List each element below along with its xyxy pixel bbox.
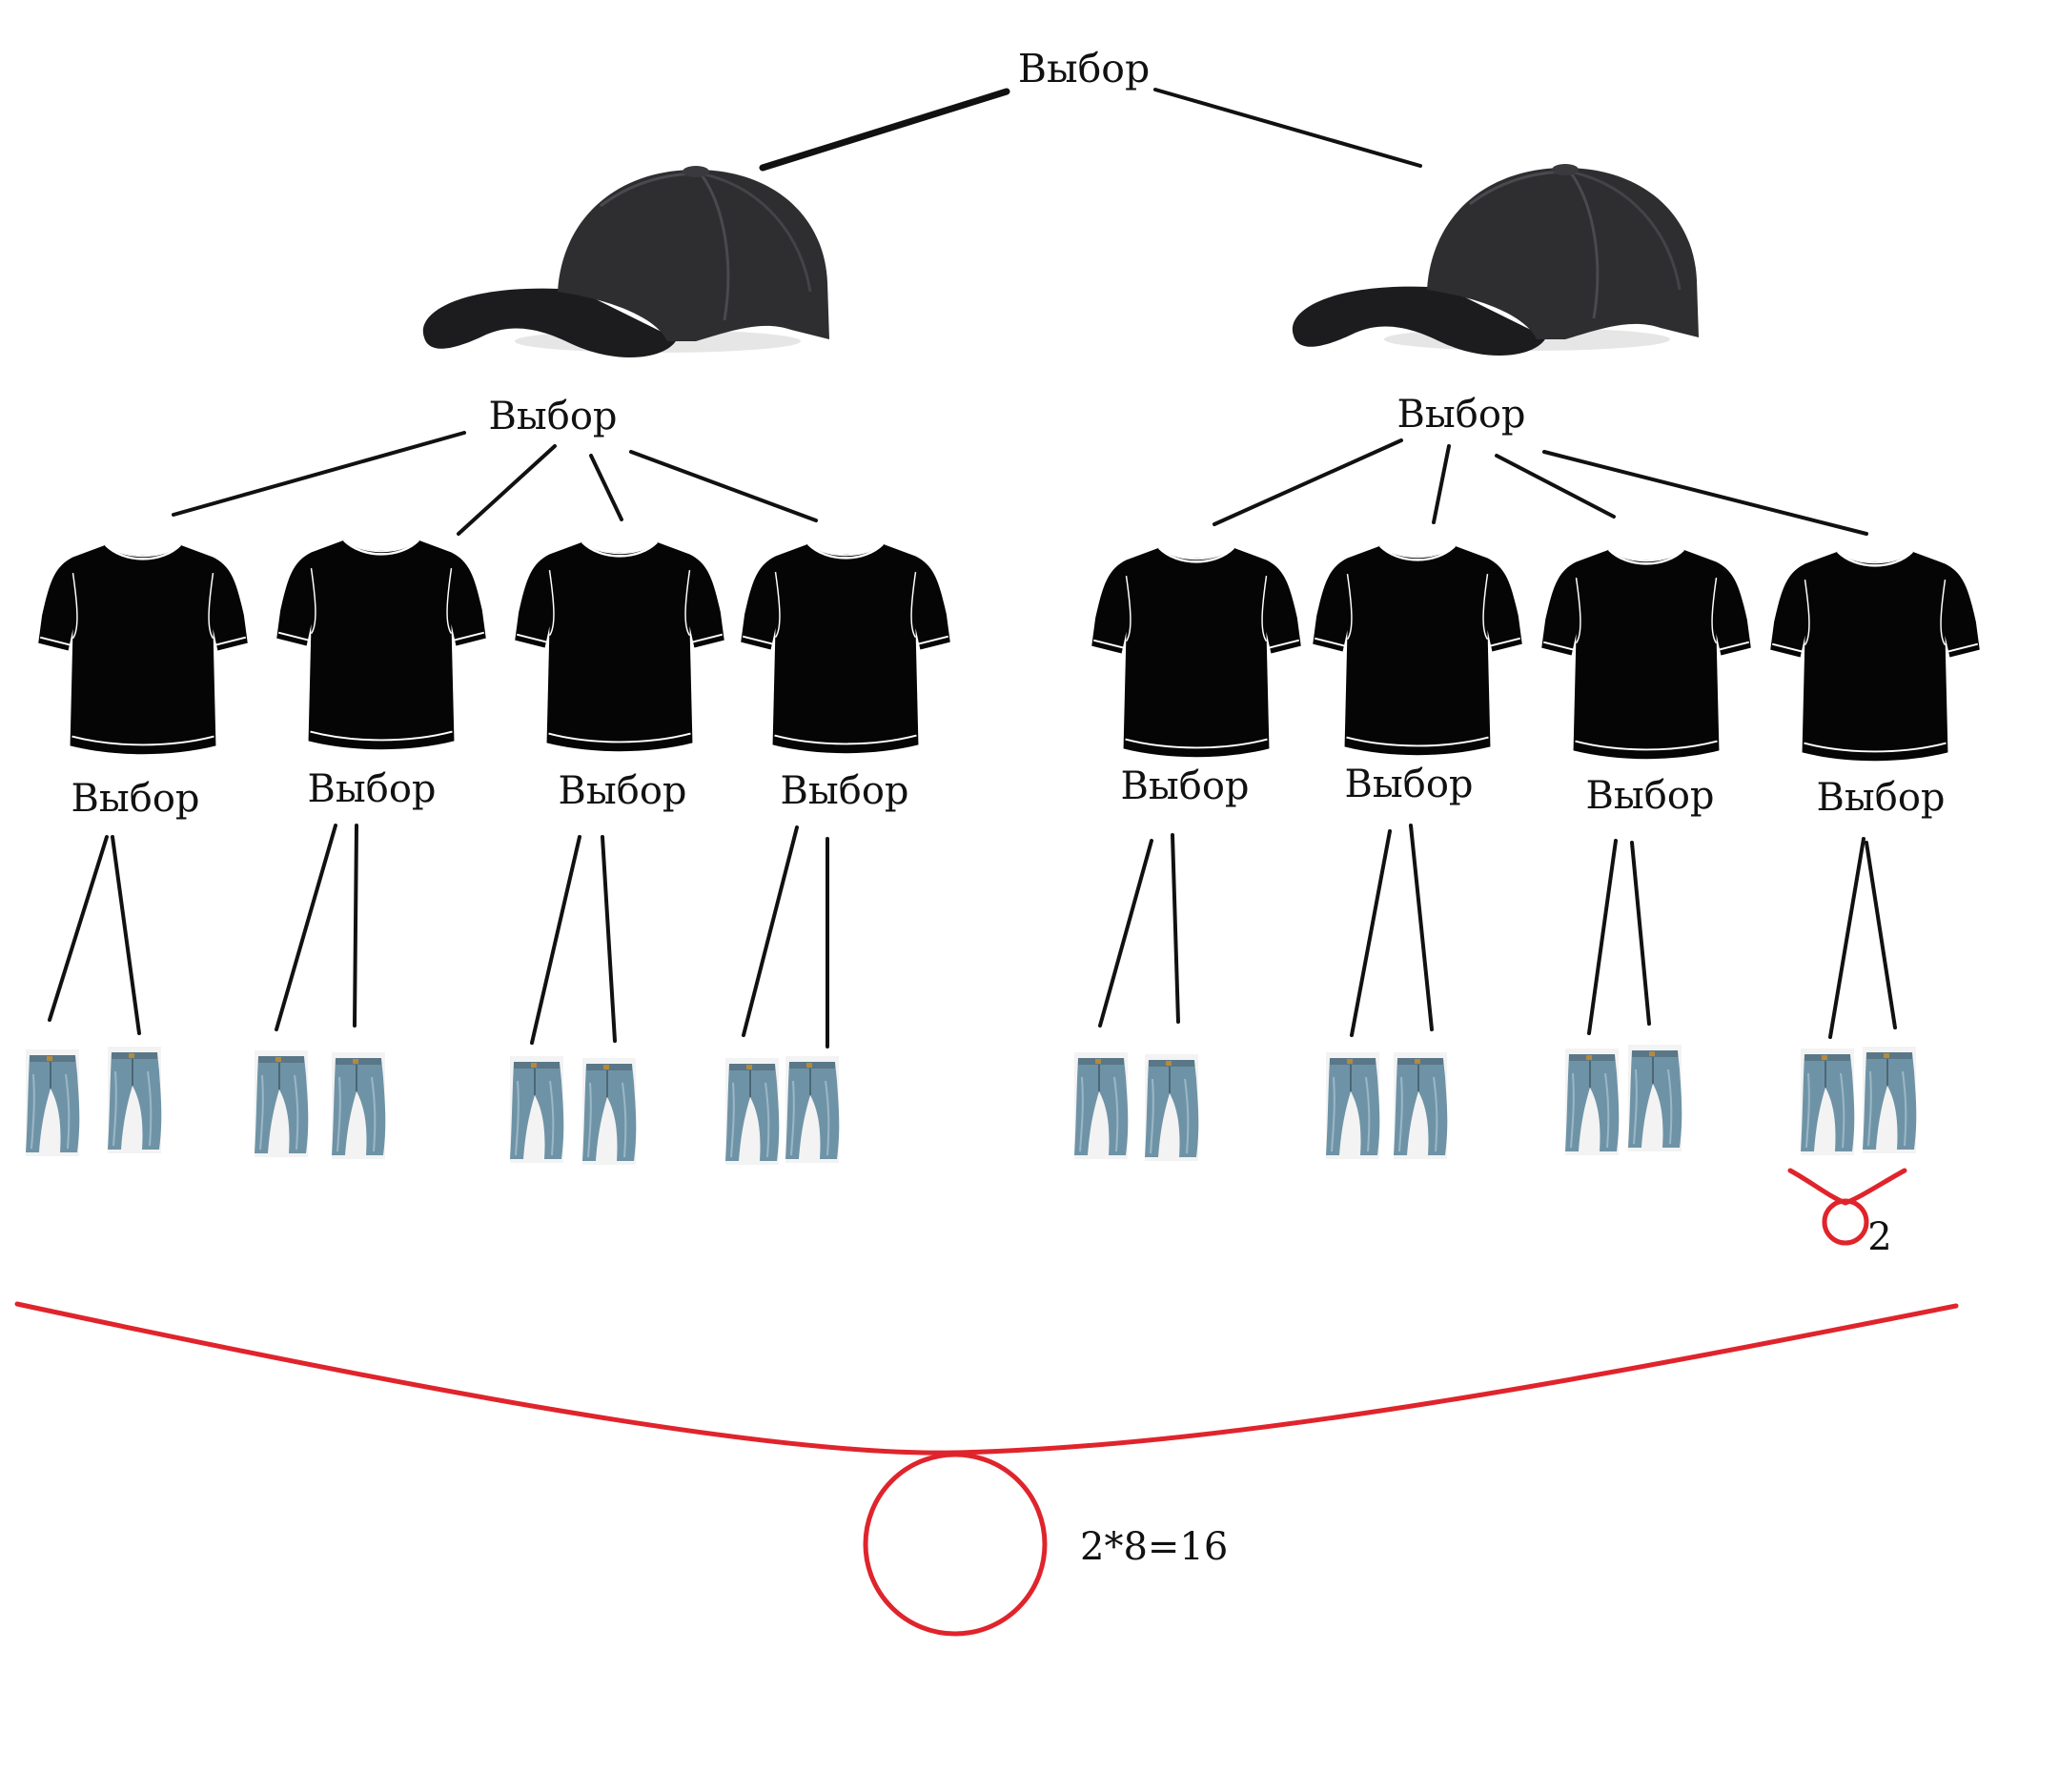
edge-cap1-shirt3 xyxy=(589,454,623,521)
tshirt-icon xyxy=(1091,546,1302,759)
shirt-4 xyxy=(740,542,951,755)
jeans-icon xyxy=(509,1055,565,1164)
jeans-2b xyxy=(331,1051,387,1160)
edge-shirt6-jeans-b xyxy=(1409,824,1434,1031)
jeans-icon xyxy=(1862,1046,1918,1154)
jeans-icon xyxy=(1627,1044,1683,1152)
jeans-icon xyxy=(25,1049,81,1157)
jeans-icon xyxy=(254,1049,310,1158)
edge-shirt8-jeans-a xyxy=(1828,837,1865,1039)
shirt-2 xyxy=(275,539,487,751)
jeans-7b xyxy=(1627,1044,1683,1152)
jeans-icon xyxy=(724,1057,781,1166)
edge-shirt6-jeans-a xyxy=(1350,829,1392,1037)
jeans-8a xyxy=(1800,1048,1856,1156)
jeans-1a xyxy=(25,1049,81,1157)
edge-shirt3-jeans-a xyxy=(530,835,581,1045)
edge-cap1-shirt2 xyxy=(457,444,557,536)
edge-shirt4-jeans-a xyxy=(742,825,799,1037)
edge-shirt1-jeans-a xyxy=(48,835,109,1022)
jeans-icon xyxy=(107,1046,163,1154)
cap-icon xyxy=(1291,162,1701,357)
jeans-icon xyxy=(1564,1048,1621,1156)
jeans-icon xyxy=(581,1057,638,1166)
shirt-6 xyxy=(1312,544,1523,757)
jeans-icon xyxy=(1073,1051,1130,1160)
edge-shirt2-jeans-b xyxy=(353,824,358,1028)
jeans-icon xyxy=(785,1055,841,1164)
tshirt-icon xyxy=(1769,550,1981,763)
jeans-5b xyxy=(1144,1053,1200,1162)
edge-cap2-shirt8 xyxy=(1542,450,1868,536)
shirt-choice-label-2: Выбор xyxy=(308,767,437,811)
edge-cap2-shirt6 xyxy=(1432,444,1451,524)
shirt-3 xyxy=(514,540,725,753)
jeans-6b xyxy=(1393,1051,1449,1160)
edge-shirt5-jeans-b xyxy=(1171,833,1180,1024)
edge-cap2-shirt5 xyxy=(1213,438,1403,526)
total-brace-annotation xyxy=(14,1301,1959,1637)
tshirt-icon xyxy=(740,542,951,755)
tshirt-icon xyxy=(37,543,249,756)
edge-shirt3-jeans-b xyxy=(601,835,617,1043)
edge-shirt7-jeans-b xyxy=(1630,841,1651,1026)
jeans-4a xyxy=(724,1057,781,1166)
edge-shirt7-jeans-a xyxy=(1587,839,1618,1035)
small-brace-annotation xyxy=(1787,1168,1907,1246)
cap-choice-label-1: Выбор xyxy=(489,395,618,438)
shirt-choice-label-1: Выбор xyxy=(71,777,200,821)
edge-cap1-shirt1 xyxy=(172,431,466,517)
jeans-icon xyxy=(1325,1051,1381,1160)
shirt-8 xyxy=(1769,550,1981,763)
shirt-7 xyxy=(1540,548,1752,761)
cap-right xyxy=(1291,162,1701,357)
jeans-2a xyxy=(254,1049,310,1158)
small-count-label: 2 xyxy=(1867,1215,1891,1259)
tshirt-icon xyxy=(514,540,725,753)
tshirt-icon xyxy=(1540,548,1752,761)
jeans-6a xyxy=(1325,1051,1381,1160)
cap-left xyxy=(421,164,831,359)
shirt-choice-label-4: Выбор xyxy=(781,769,909,813)
shirt-choice-label-5: Выбор xyxy=(1121,764,1250,808)
jeans-5a xyxy=(1073,1051,1130,1160)
jeans-icon xyxy=(1800,1048,1856,1156)
cap-choice-label-2: Выбор xyxy=(1397,393,1526,437)
edge-cap1-shirt4 xyxy=(629,450,818,522)
edge-shirt8-jeans-b xyxy=(1865,841,1897,1029)
edge-shirt1-jeans-b xyxy=(111,835,141,1035)
edge-cap2-shirt7 xyxy=(1495,454,1616,519)
shirt-choice-label-8: Выбор xyxy=(1817,776,1946,820)
jeans-icon xyxy=(331,1051,387,1160)
jeans-3a xyxy=(509,1055,565,1164)
jeans-1b xyxy=(107,1046,163,1154)
edge-shirt5-jeans-a xyxy=(1098,839,1153,1028)
edge-root-cap-2 xyxy=(1153,88,1422,168)
jeans-4b xyxy=(785,1055,841,1164)
cap-icon xyxy=(421,164,831,359)
tshirt-icon xyxy=(275,539,487,751)
shirt-choice-label-3: Выбор xyxy=(559,769,687,813)
root-choice-label: Выбор xyxy=(1018,46,1150,92)
jeans-8b xyxy=(1862,1046,1918,1154)
jeans-3b xyxy=(581,1057,638,1166)
edge-root-cap-1 xyxy=(759,88,1010,172)
total-formula-label: 2*8=16 xyxy=(1080,1525,1228,1569)
shirt-choice-label-7: Выбор xyxy=(1586,774,1715,818)
jeans-icon xyxy=(1393,1051,1449,1160)
shirt-1 xyxy=(37,543,249,756)
jeans-7a xyxy=(1564,1048,1621,1156)
jeans-icon xyxy=(1144,1053,1200,1162)
shirt-5 xyxy=(1091,546,1302,759)
tshirt-icon xyxy=(1312,544,1523,757)
edge-shirt2-jeans-a xyxy=(275,824,337,1031)
shirt-choice-label-6: Выбор xyxy=(1345,763,1474,806)
